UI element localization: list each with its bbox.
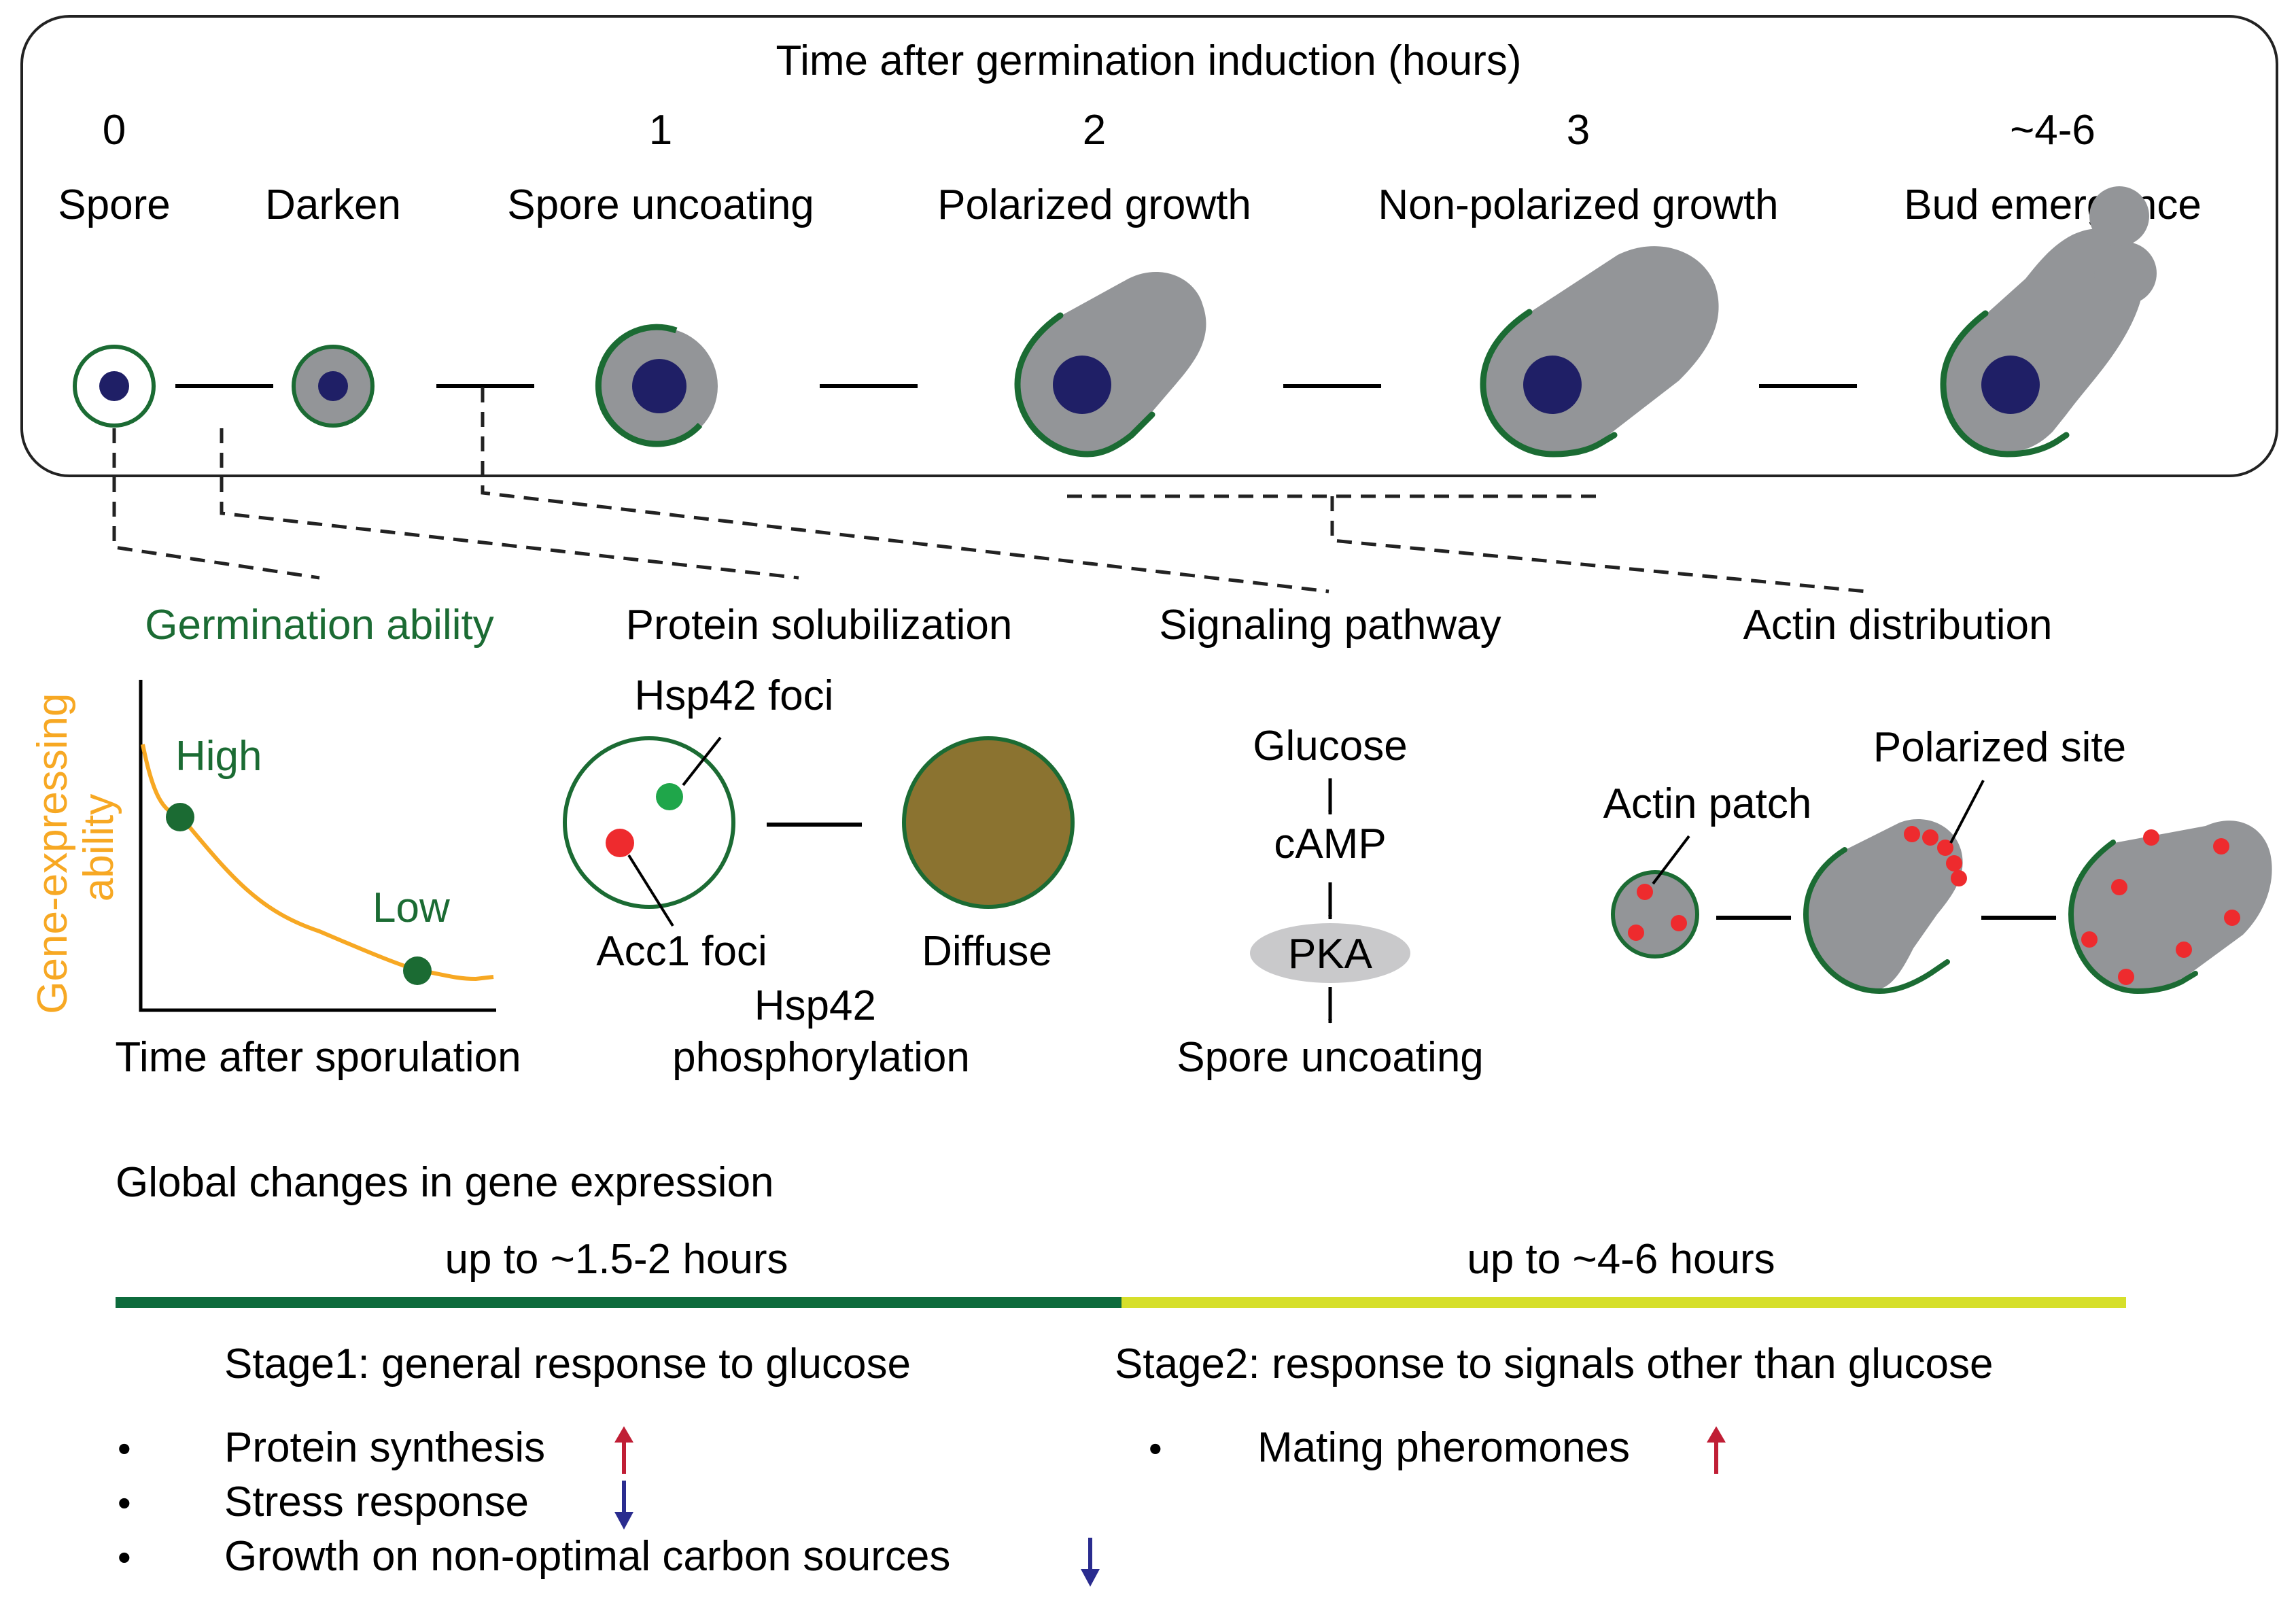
bullet: • [118,1536,131,1578]
cell-uncoating [595,324,718,447]
timeline-bar-stage1 [116,1297,1121,1308]
signaling-panel: Glucose cAMP PKA Spore uncoating [1177,723,1484,1081]
stage-label-spore: Spore [58,182,170,228]
hour-label-2: 2 [1083,107,1106,154]
down-arrow-icon [1081,1538,1100,1587]
stage2-item-mating-pheromones: Mating pheromones [1257,1424,1630,1471]
diffuse-spore [902,736,1075,909]
up-arrow-icon [614,1426,633,1474]
period-2-label: up to ~4-6 hours [1467,1236,1775,1283]
actin-cell-2 [1803,780,1985,995]
stage-label-bud-emergence: Bud emergence [1904,182,2202,228]
stage-label-darken: Darken [265,182,401,228]
timeline-box [20,15,2278,477]
stage-label-non-polarized-growth: Non-polarized growth [1378,182,1778,228]
bullet: • [118,1427,131,1470]
section-protein-solubilization: Protein solubilization [626,602,1013,649]
label-acc1-foci: Acc1 foci [596,928,767,975]
timeline-title: Time after germination induction (hours) [776,37,1522,84]
stage1-item-growth-carbon: Growth on non-optimal carbon sources [224,1533,950,1580]
cell-non-polarized-growth [1480,246,1719,458]
cell-darken [292,345,375,428]
label-spore-uncoating-result: Spore uncoating [1177,1034,1484,1081]
label-camp: cAMP [1274,821,1386,867]
label-polarized-site: Polarized site [1873,724,2126,771]
cell-polarized-growth [1014,271,1206,458]
bullet: • [1149,1427,1162,1470]
label-hsp42-foci: Hsp42 foci [635,672,834,719]
cell-spore [73,345,156,428]
foci-spore [563,736,735,909]
hour-label-4-6: ~4-6 [2010,107,2095,154]
label-diffuse: Diffuse [922,928,1052,975]
hour-label-0: 0 [103,107,126,154]
stage2-title: Stage2: response to signals other than g… [1115,1341,1994,1387]
label-hsp42-phosphorylation: Hsp42 phosphorylation [672,982,970,1081]
point-low [403,956,432,985]
hour-label-1: 1 [649,107,672,154]
hour-label-3: 3 [1567,107,1590,154]
section-actin-distribution: Actin distribution [1743,602,2053,649]
hsp42-focus [656,783,683,810]
cell-bud-emergence [1940,186,2157,458]
stage1-item-stress-response: Stress response [224,1479,529,1525]
up-arrow-icon [1707,1426,1726,1474]
down-arrow-icon [614,1481,633,1530]
stage1-title: Stage1: general response to glucose [224,1341,911,1387]
actin-cell-3 [2068,821,2272,995]
dashed-connectors [112,387,1866,593]
actin-panel: Polarized site Actin patch [1603,724,2272,995]
label-pka: PKA [1288,931,1373,978]
section-germination-ability: Germination ability [145,602,493,649]
germination-plot: High Low Gene-expressing ability Time af… [29,680,521,1081]
point-high [166,803,194,831]
solubilization-panel: Hsp42 foci Acc1 foci Diffuse Hsp42 phosp… [563,672,1075,1081]
label-actin-patch: Actin patch [1603,780,1812,827]
period-1-label: up to ~1.5-2 hours [445,1236,788,1283]
plot-xlabel: Time after sporulation [115,1034,521,1081]
stage-label-polarized-growth: Polarized growth [937,182,1251,228]
stage-label-spore-uncoating: Spore uncoating [507,182,814,228]
stage1-item-protein-synthesis: Protein synthesis [224,1424,545,1471]
actin-cell-1 [1611,870,1699,959]
section-signaling-pathway: Signaling pathway [1159,602,1501,649]
timeline-bar-stage2 [1121,1297,2126,1308]
plot-axes [139,680,496,1012]
label-low: Low [372,884,450,931]
gene-expression-title: Global changes in gene expression [116,1159,774,1206]
label-high: High [175,733,262,780]
pka-ellipse [1250,923,1410,983]
plot-ylabel: Gene-expressing ability [29,681,122,1014]
bullet: • [118,1481,131,1524]
label-glucose: Glucose [1253,723,1407,770]
acc1-focus [606,829,634,857]
